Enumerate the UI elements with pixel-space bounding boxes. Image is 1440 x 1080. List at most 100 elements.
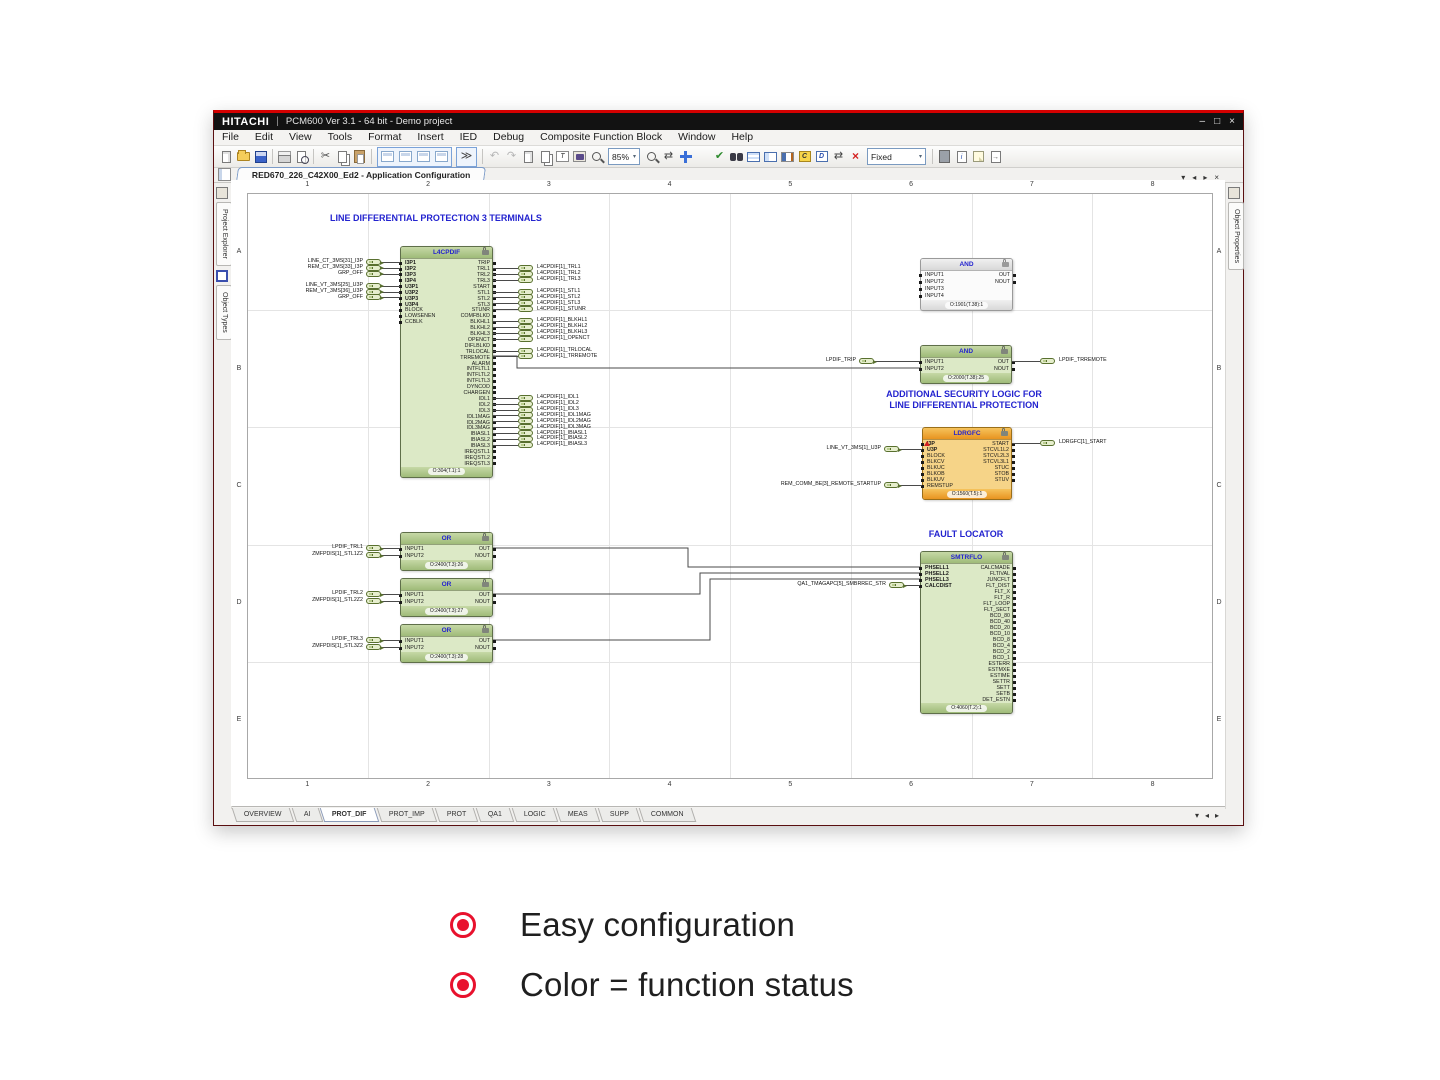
- close-button[interactable]: ×: [1229, 115, 1235, 127]
- signal-connector-out[interactable]: [518, 288, 533, 295]
- signal-connector-in[interactable]: [884, 482, 902, 488]
- toolbar-c-block[interactable]: C: [796, 148, 813, 165]
- signal-connector-in[interactable]: [366, 591, 384, 597]
- signal-connector-out[interactable]: [518, 412, 533, 419]
- toolbar-undo[interactable]: ↶: [486, 148, 503, 165]
- toolbar-expand-all[interactable]: ≫: [458, 148, 475, 165]
- signal-connector-out[interactable]: [518, 294, 533, 301]
- signal-connector-out[interactable]: [518, 406, 533, 413]
- signal-connector-in[interactable]: [884, 446, 902, 452]
- signal-connector-in[interactable]: [366, 259, 384, 265]
- signal-connector-out[interactable]: [518, 276, 533, 283]
- menu-insert[interactable]: Insert: [417, 131, 444, 143]
- sheet-tab-common[interactable]: COMMON: [638, 808, 696, 822]
- zoom-level-select[interactable]: 85%▾: [608, 148, 641, 165]
- signal-connector-in[interactable]: [366, 282, 384, 289]
- toolbar-image-tool[interactable]: [571, 148, 588, 165]
- toolbar-view-project[interactable]: [379, 148, 396, 165]
- toolbar-view-configuration[interactable]: [397, 148, 414, 165]
- object-properties-icon[interactable]: [1228, 187, 1240, 199]
- sheet-tab-supp[interactable]: SUPP: [597, 808, 642, 822]
- minimize-button[interactable]: –: [1199, 115, 1206, 127]
- sheet-list-dropdown[interactable]: ▾: [1194, 811, 1199, 820]
- signal-connector-in[interactable]: [366, 644, 384, 650]
- signal-connector-out[interactable]: [518, 270, 533, 277]
- signal-connector-out[interactable]: [518, 264, 533, 271]
- toolbar-open[interactable]: [235, 148, 252, 165]
- toolbar-delete[interactable]: ×: [847, 148, 864, 165]
- signal-connector-out[interactable]: [518, 329, 533, 336]
- toolbar-zoom-in-tool[interactable]: [643, 148, 660, 165]
- toolbar-copy[interactable]: [334, 148, 351, 165]
- menu-composite-function-block[interactable]: Composite Function Block: [540, 131, 663, 143]
- toolbar-view-horizontal-split[interactable]: [415, 148, 432, 165]
- signal-connector-in[interactable]: [366, 288, 384, 295]
- signal-connector-out[interactable]: [518, 400, 533, 407]
- scroll-tabs-right[interactable]: ▸: [1203, 173, 1208, 182]
- tab-list-dropdown[interactable]: ▾: [1181, 173, 1186, 182]
- signal-connector-out[interactable]: [1040, 440, 1055, 446]
- sheet-tab-prot_dif[interactable]: PROT_DIF: [319, 808, 380, 822]
- menu-help[interactable]: Help: [731, 131, 754, 143]
- signal-connector-in[interactable]: [366, 264, 384, 271]
- menu-ied[interactable]: IED: [459, 131, 478, 143]
- toolbar-search[interactable]: [728, 148, 745, 165]
- signal-connector-out[interactable]: [518, 394, 533, 401]
- drawing-canvas[interactable]: [231, 180, 1225, 806]
- signal-connector-out[interactable]: [518, 441, 533, 448]
- signal-connector-out[interactable]: [518, 430, 533, 437]
- toolbar-zoom-tool[interactable]: [588, 148, 605, 165]
- toolbar-cut[interactable]: ✂: [317, 148, 334, 165]
- close-document[interactable]: ×: [1214, 173, 1219, 182]
- signal-connector-in[interactable]: [859, 358, 877, 364]
- sheet-tab-qa1[interactable]: QA1: [475, 808, 515, 822]
- toolbar-validate[interactable]: ✔: [711, 148, 728, 165]
- toolbar-column-layout[interactable]: [762, 148, 779, 165]
- menu-tools[interactable]: Tools: [327, 131, 353, 143]
- toolbar-row-layout[interactable]: [745, 148, 762, 165]
- restore-button[interactable]: □: [1214, 115, 1221, 127]
- sheet-tab-meas[interactable]: MEAS: [555, 808, 601, 822]
- toolbar-page-info[interactable]: i: [953, 148, 970, 165]
- sheet-tab-overview[interactable]: OVERVIEW: [231, 808, 294, 822]
- signal-connector-in[interactable]: [366, 270, 384, 277]
- menu-window[interactable]: Window: [678, 131, 716, 143]
- toolbar-view-vertical-split[interactable]: [433, 148, 450, 165]
- toolbar-new[interactable]: [218, 148, 235, 165]
- scroll-sheets-right[interactable]: ▸: [1214, 811, 1219, 820]
- signal-connector-in[interactable]: [366, 294, 384, 301]
- sidebar-tab-object-types[interactable]: Object Types: [216, 284, 232, 340]
- toolbar-reroute[interactable]: ⇄: [830, 148, 847, 165]
- toolbar-print-preview[interactable]: [293, 148, 310, 165]
- signal-connector-out[interactable]: [518, 323, 533, 330]
- signal-connector-out[interactable]: [518, 347, 533, 354]
- signal-connector-out[interactable]: [518, 335, 533, 342]
- toolbar-swap-connections[interactable]: ⇄: [660, 148, 677, 165]
- toolbar-d-block[interactable]: D: [813, 148, 830, 165]
- menu-edit[interactable]: Edit: [254, 131, 274, 143]
- toolbar-print[interactable]: [276, 148, 293, 165]
- toolbar-new-sheet[interactable]: [520, 148, 537, 165]
- signal-connector-out[interactable]: [518, 353, 533, 360]
- toolbar-redo[interactable]: ↷: [503, 148, 520, 165]
- toolbar-export-sheet[interactable]: →: [987, 148, 1004, 165]
- signal-connector-in[interactable]: [889, 582, 907, 588]
- signal-connector-in[interactable]: [366, 637, 384, 643]
- signal-connector-out[interactable]: [518, 318, 533, 324]
- toolbar-sheet-view[interactable]: [936, 148, 953, 165]
- routing-mode-select[interactable]: Fixed▾: [867, 148, 927, 165]
- toolbar-pan-tool[interactable]: [677, 148, 694, 165]
- signal-connector-in[interactable]: [366, 552, 384, 558]
- project-explorer-icon[interactable]: [216, 187, 228, 199]
- menu-debug[interactable]: Debug: [493, 131, 525, 143]
- sheet-tab-prot[interactable]: PROT: [434, 808, 479, 822]
- toolbar-save[interactable]: [252, 148, 269, 165]
- signal-connector-in[interactable]: [366, 545, 384, 551]
- object-types-icon[interactable]: [216, 269, 228, 282]
